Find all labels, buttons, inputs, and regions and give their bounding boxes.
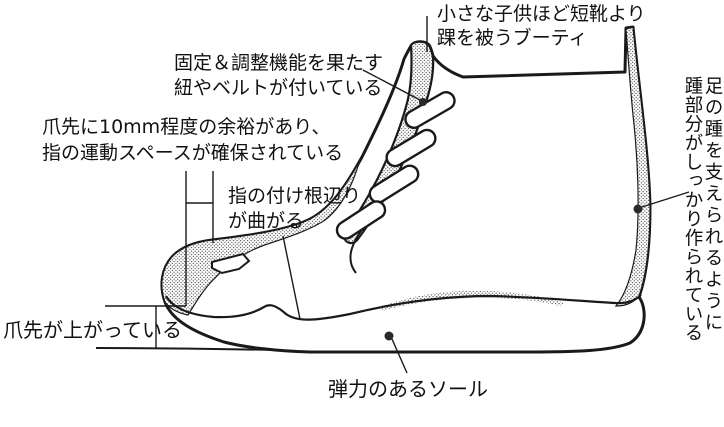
label-sole: 弾力のあるソール: [328, 377, 488, 401]
back-heel-shading: [614, 26, 651, 307]
leader-sole: [391, 338, 408, 374]
label-heel-line1: 足の踵を支えられるように: [702, 76, 723, 334]
label-heel-line2: 踵部分がしっかり作られている: [682, 76, 703, 342]
label-toe-bend-line1: 指の付け根辺り: [228, 185, 362, 207]
label-toe-room: 爪先に10mm程度の余裕があり、 指の運動スペースが確保されている: [42, 114, 343, 166]
lace-bar-3: [368, 164, 420, 204]
label-toe-bend: 指の付け根辺り が曲がる: [228, 184, 361, 234]
label-fastening-line2: 紐やベルトが付いている: [174, 77, 383, 99]
label-bootie-line1: 小さな子供ほど短靴より: [437, 3, 646, 25]
toe-shading: [161, 156, 363, 316]
label-bootie-line2: 踝を被うブーティ: [437, 27, 588, 49]
dot-heel: [633, 204, 643, 214]
label-toe-room-line2: 指の運動スペースが確保されている: [42, 142, 344, 164]
lace-bar-4: [335, 200, 387, 240]
toe-flap: [211, 252, 251, 275]
arch-shading: [378, 290, 564, 311]
dot-fastening: [419, 98, 427, 106]
leader-fastening: [362, 69, 421, 101]
midsole-line: [165, 294, 642, 321]
label-fastening: 固定＆調整機能を果たす 紐やベルトが付いている: [174, 51, 383, 101]
label-toe-up: 爪先が上がっている: [3, 318, 182, 342]
label-bootie: 小さな子供ほど短靴より 踝を被うブーティ: [437, 2, 646, 50]
dot-sole: [384, 331, 394, 341]
label-toe-bend-line2: が曲がる: [228, 210, 305, 232]
label-toe-room-line1: 爪先に10mm程度の余裕があり、: [42, 116, 331, 138]
label-fastening-line1: 固定＆調整機能を果たす: [174, 52, 384, 74]
lace-bar-2: [385, 128, 437, 168]
leader-heel: [641, 191, 690, 208]
label-heel: 足の踵を支えられるように 踵部分がしっかり作られている: [682, 76, 723, 352]
leader-toe-bend: [282, 235, 301, 320]
